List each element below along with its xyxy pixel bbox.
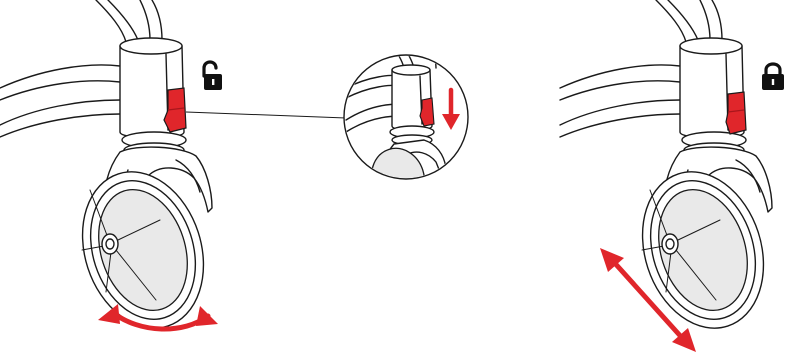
right-lock-button <box>725 91 747 135</box>
detail-connector-line <box>185 111 347 119</box>
swivel-arrow <box>98 304 218 332</box>
detail-zoom <box>343 54 469 180</box>
locked-padlock-icon <box>762 62 784 90</box>
unlocked-padlock-icon <box>202 60 222 90</box>
panel-locked <box>559 0 784 352</box>
press-down-arrow <box>442 87 460 130</box>
left-caster-illustration <box>0 0 224 345</box>
panel-unlocked <box>0 0 224 345</box>
straight-direction-arrow <box>600 248 696 352</box>
right-caster-illustration <box>559 0 784 345</box>
